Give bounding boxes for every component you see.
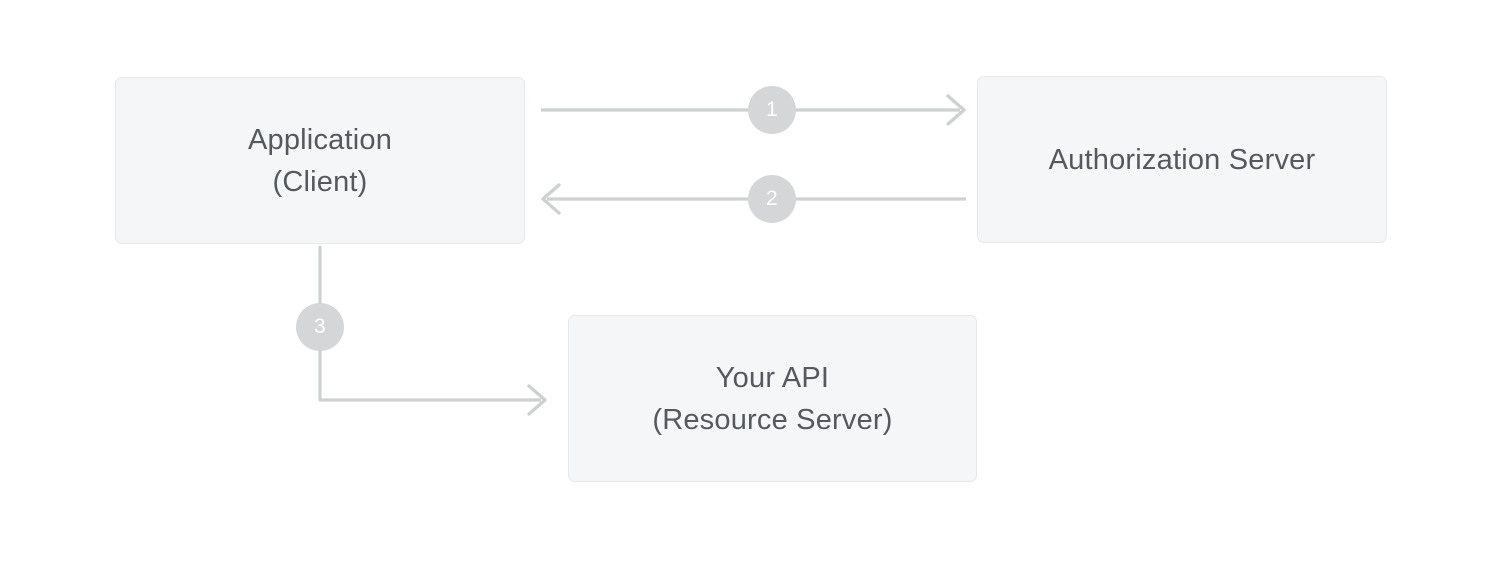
step-badge-3: 3 bbox=[296, 303, 344, 351]
edge-3-arrow bbox=[318, 246, 547, 416]
node-authorization-server-line-1: Authorization Server bbox=[1048, 143, 1316, 176]
node-your-api-line-1: Your API bbox=[715, 361, 830, 394]
node-authorization-server[interactable]: Authorization Server bbox=[977, 76, 1387, 243]
node-application-line-1: Application bbox=[247, 123, 393, 156]
step-badge-1: 1 bbox=[748, 86, 796, 134]
node-application[interactable]: Application (Client) bbox=[115, 77, 525, 244]
node-your-api-line-2: (Resource Server) bbox=[652, 403, 893, 436]
node-application-line-2: (Client) bbox=[272, 165, 368, 198]
node-your-api[interactable]: Your API (Resource Server) bbox=[568, 315, 977, 482]
step-badge-2: 2 bbox=[748, 175, 796, 223]
